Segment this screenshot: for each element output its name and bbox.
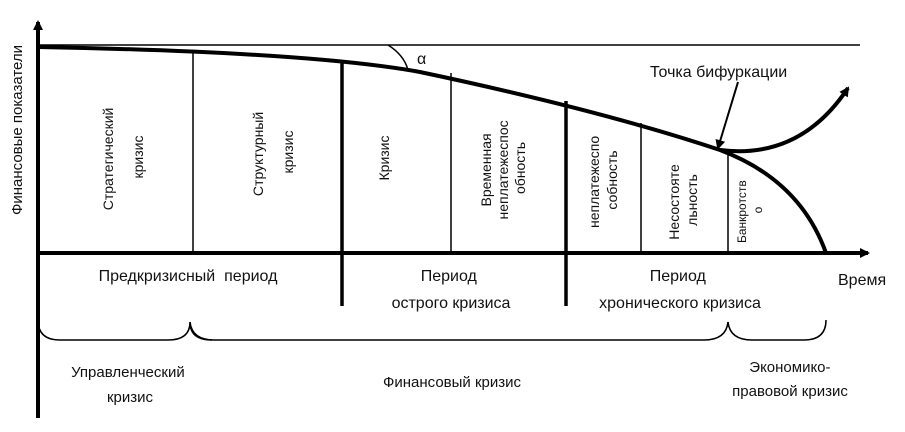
label-economic-legal-crisis: Экономико- правовой кризис xyxy=(732,359,848,400)
bifurcation-branch xyxy=(719,86,850,154)
bifurcation-label: Точка бифуркации xyxy=(650,64,787,81)
stage-crisis: Кризис xyxy=(376,135,392,180)
stage-structural-crisis: Структурный кризис xyxy=(250,108,296,196)
stage-temporary-insolvency: Временная неплатежеспос обность xyxy=(478,116,528,219)
angle-arc xyxy=(387,44,409,71)
brace-financial xyxy=(189,321,729,341)
label-financial-crisis: Финансовый кризис xyxy=(383,374,522,391)
bifurcation-pointer xyxy=(715,81,739,150)
brace-economic-legal xyxy=(727,319,827,341)
label-management-crisis: Управленческий кризис xyxy=(71,364,189,406)
period-acute-crisis: Период острого кризиса xyxy=(392,268,511,312)
brace-management xyxy=(37,319,213,341)
x-axis-label: Время xyxy=(838,272,886,289)
decline-curve xyxy=(37,45,828,254)
stage-bankruptcy: Банкротств о xyxy=(735,177,765,243)
y-axis-label: Финансовые показатели xyxy=(9,45,26,215)
stage-strategic-crisis: Стратегический кризис xyxy=(100,104,146,211)
period-pre-crisis: Предкризисный период xyxy=(99,268,279,285)
stage-non-viability: Несостояте льность xyxy=(666,160,700,239)
angle-label: α xyxy=(417,51,426,68)
period-chronic-crisis: Период хронического кризиса xyxy=(599,268,761,312)
stage-insolvency: неплатежеспо собность xyxy=(586,132,620,228)
